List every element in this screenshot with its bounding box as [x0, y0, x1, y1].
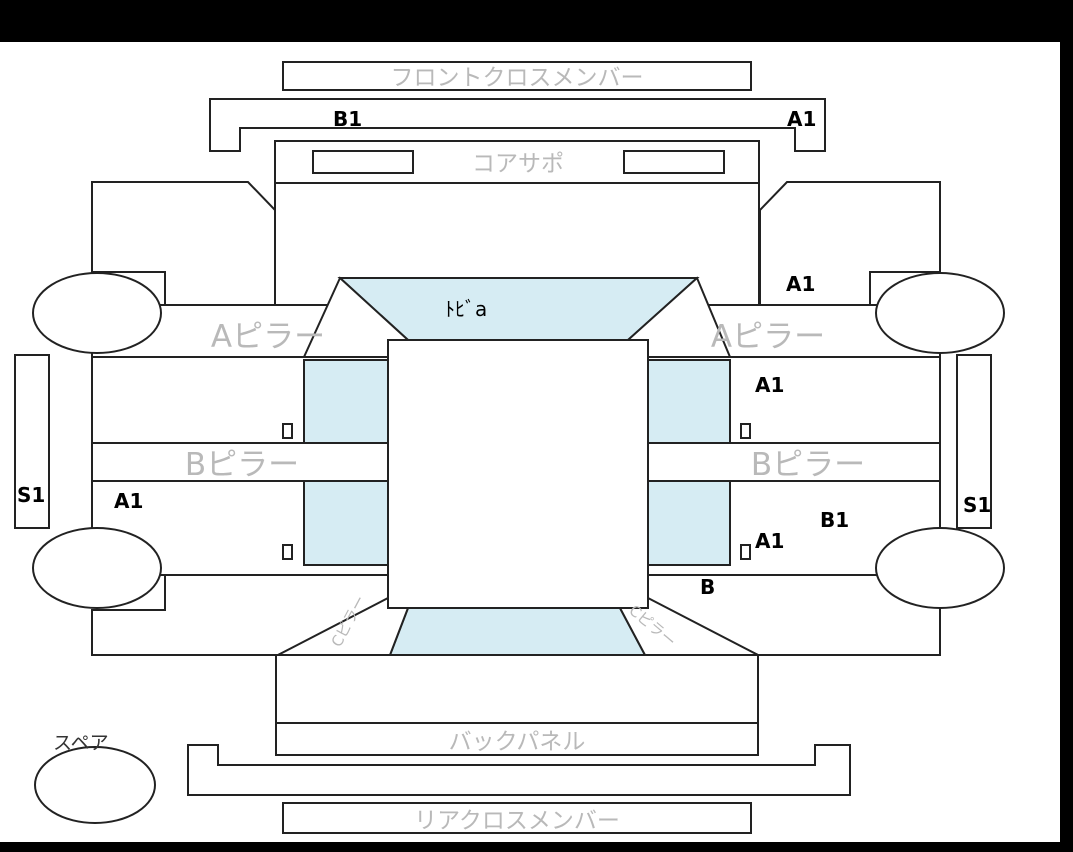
core-support-label: コアサポ [472, 151, 564, 177]
rear-cross-member[interactable] [282, 802, 752, 834]
spare-label: スペア [53, 732, 109, 754]
damage-code-front-member-right: A1 [787, 107, 816, 131]
b-pillar-left-band[interactable] [91, 442, 389, 482]
front-cross-member-label: フロントクロスメンバー [391, 65, 644, 91]
right-front-window[interactable] [647, 359, 731, 444]
roof-mark: ﾄﾋﾞa [445, 297, 487, 321]
headlight-left [312, 150, 414, 174]
rear-bumper[interactable] [187, 744, 851, 796]
wheel-rear-left[interactable] [32, 527, 162, 609]
damage-code-right-quarter: B [700, 575, 715, 599]
b-pillar-right-band[interactable] [647, 442, 941, 482]
door-handle [740, 423, 751, 439]
headlight-right [623, 150, 725, 174]
damage-code-right-front-fender: A1 [786, 272, 815, 296]
damage-code-right-front-door: A1 [755, 373, 784, 397]
front-cross-member[interactable] [282, 61, 752, 91]
roof[interactable] [387, 339, 649, 609]
damage-code-left-rear-door: A1 [114, 489, 143, 513]
right-sill[interactable] [956, 354, 992, 529]
damage-code-right-rear-door-extra: B1 [820, 508, 849, 532]
door-handle [282, 423, 293, 439]
damage-code-left-sill: S1 [17, 483, 45, 507]
right-rear-window[interactable] [647, 480, 731, 566]
a-pillar-right-label: Aピラー [711, 319, 825, 355]
rear-cross-member-label: リアクロスメンバー [414, 808, 620, 834]
wheel-rear-right[interactable] [875, 527, 1005, 609]
wheel-front-left[interactable] [32, 272, 162, 354]
b-pillar-right-label: Bピラー [751, 447, 865, 483]
wheel-front-right[interactable] [875, 272, 1005, 354]
left-rear-window[interactable] [303, 480, 389, 566]
b-pillar-left-label: Bピラー [185, 447, 299, 483]
trunk[interactable] [275, 654, 759, 724]
left-sill[interactable] [14, 354, 50, 529]
back-panel[interactable] [275, 722, 759, 756]
door-handle [282, 544, 293, 560]
door-handle [740, 544, 751, 560]
damage-code-right-rear-door: A1 [755, 529, 784, 553]
back-panel-label: バックパネル [449, 729, 586, 755]
rear-window[interactable] [388, 607, 647, 656]
damage-code-right-sill: S1 [963, 493, 991, 517]
front-bumper[interactable] [209, 98, 826, 152]
spare-tire[interactable] [34, 746, 156, 824]
left-front-window[interactable] [303, 359, 389, 444]
damage-code-front-member-left: B1 [333, 107, 362, 131]
a-pillar-left-label: Aピラー [211, 319, 325, 355]
